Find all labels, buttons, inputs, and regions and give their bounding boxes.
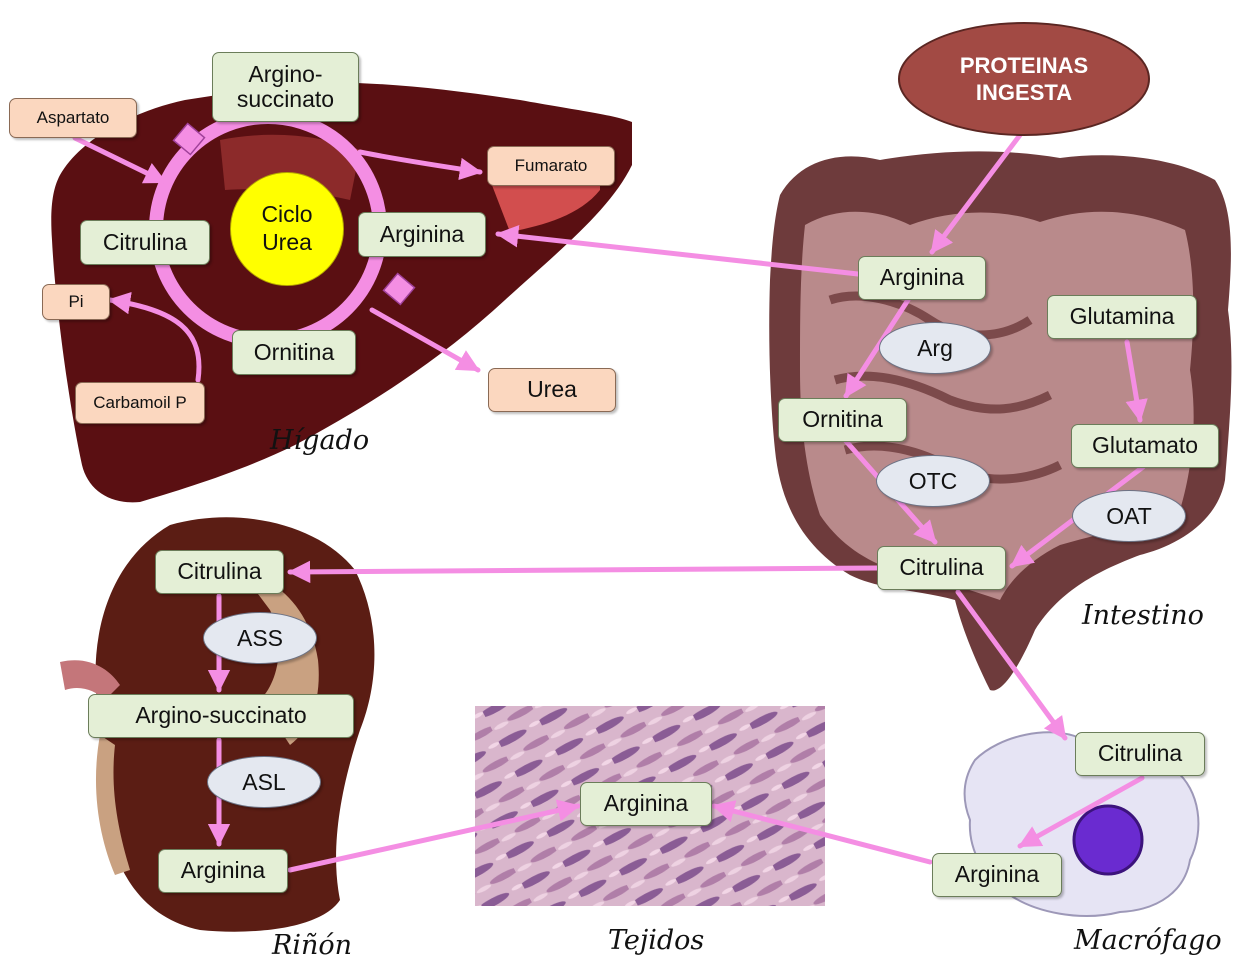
protein-intake-line2: INGESTA — [976, 79, 1072, 107]
carbamoyl-phosphate-node: Carbamoil P — [75, 382, 205, 424]
macrophage-citrulline-node: Citrulina — [1075, 732, 1205, 776]
enzyme-arg: Arg — [879, 322, 991, 374]
intestine-arginine-node: Arginina — [858, 256, 986, 300]
phosphate-node: Pi — [42, 284, 110, 320]
protein-intake-line1: PROTEINAS — [960, 52, 1088, 80]
macrophage-label: Macrófago — [1074, 925, 1222, 956]
intestine-citrulline-node: Citrulina — [877, 546, 1006, 590]
liver-argininosuccinate-line2: succinato — [237, 87, 334, 112]
kidney-label: Riñón — [272, 930, 352, 961]
liver-argininosuccinate-node: Argino- succinato — [212, 52, 359, 122]
kidney-arginine-node: Arginina — [158, 849, 288, 893]
glutamate-node: Glutamato — [1071, 424, 1219, 468]
tissues-arginine-node: Arginina — [580, 782, 712, 826]
urea-cycle-line2: Urea — [262, 229, 312, 257]
aspartate-node: Aspartato — [9, 98, 137, 138]
liver-label: Hígado — [270, 425, 369, 456]
kidney-citrulline-node: Citrulina — [155, 550, 284, 594]
urea-node: Urea — [488, 368, 616, 412]
liver-citrulline-node: Citrulina — [80, 220, 210, 265]
liver-argininosuccinate-line1: Argino- — [248, 62, 322, 87]
glutamine-node: Glutamina — [1047, 295, 1197, 339]
protein-intake-ellipse: PROTEINAS INGESTA — [898, 22, 1150, 136]
kidney-argininosuccinate-node: Argino-succinato — [88, 694, 354, 738]
fumarate-node: Fumarato — [487, 146, 615, 186]
enzyme-asl: ASL — [207, 756, 321, 808]
enzyme-oat: OAT — [1072, 490, 1186, 542]
urea-cycle-line1: Ciclo — [261, 201, 312, 229]
tissues-label: Tejidos — [608, 925, 704, 956]
urea-cycle-center: Ciclo Urea — [230, 172, 344, 286]
macrophage-arginine-node: Arginina — [932, 853, 1062, 897]
intestine-label: Intestino — [1082, 600, 1204, 631]
liver-arginine-node: Arginina — [358, 212, 486, 257]
intestine-ornithine-node: Ornitina — [778, 398, 907, 442]
enzyme-ass: ASS — [203, 612, 317, 664]
enzyme-otc: OTC — [876, 455, 990, 507]
liver-ornithine-node: Ornitina — [232, 330, 356, 375]
arrow-intestine-citrulline-to-kidney — [290, 568, 878, 572]
